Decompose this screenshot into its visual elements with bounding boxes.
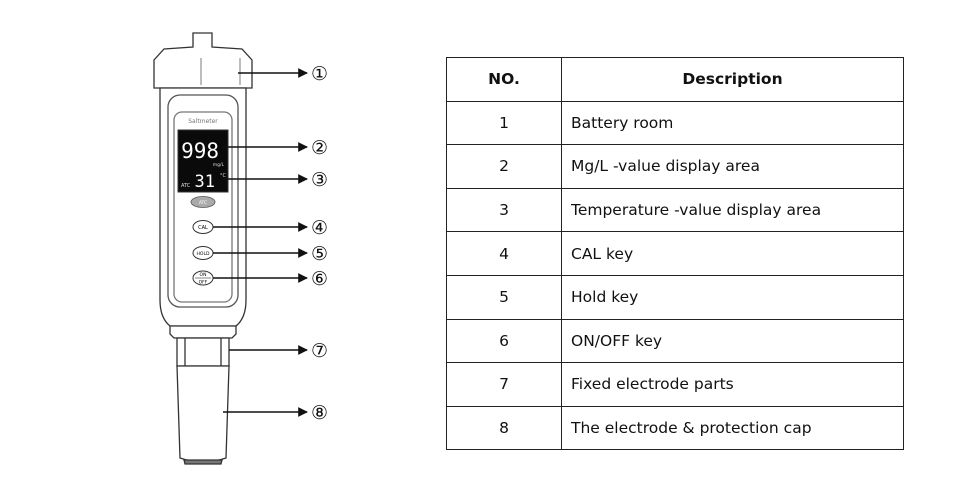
lcd-screen: 998 mg/L 31 °C ATC — [177, 129, 229, 193]
table-row: 2 Mg/L -value display area — [446, 144, 904, 189]
leader-lines — [213, 68, 308, 417]
row-description: ON/OFF key — [561, 318, 904, 364]
callout-3: ③ — [311, 169, 328, 191]
cal-key-label: CAL — [198, 225, 208, 231]
device-diagram: Saltmeter 998 mg/L 31 °C ATC ATC CAL HOL… — [153, 32, 328, 465]
row-number: 5 — [446, 274, 562, 320]
callout-1: ① — [311, 63, 328, 85]
parts-table: NO. Description 1 Battery room 2 Mg/L -v… — [446, 57, 904, 451]
table-row: 6 ON/OFF key — [446, 318, 904, 364]
callout-2: ② — [311, 137, 328, 159]
table-row: 8 The electrode & protection cap — [446, 405, 904, 451]
row-number: 4 — [446, 231, 562, 276]
reading-unit: mg/L — [213, 162, 225, 168]
hold-key[interactable]: HOLD — [192, 246, 214, 260]
row-number: 2 — [446, 144, 562, 189]
temperature-unit: °C — [220, 173, 227, 179]
row-number: 6 — [446, 318, 562, 364]
power-key-off-label: OFF — [199, 280, 208, 286]
row-number: 7 — [446, 362, 562, 407]
callout-5: ⑤ — [311, 243, 328, 265]
table-row: 7 Fixed electrode parts — [446, 362, 904, 407]
table-row: 1 Battery room — [446, 100, 904, 146]
temperature-reading: 31 — [195, 172, 215, 192]
table-row: 3 Temperature -value display area — [446, 187, 904, 233]
power-key-on-label: ON — [200, 272, 207, 278]
cal-key[interactable]: CAL — [192, 220, 214, 234]
brand-label: Saltmeter — [188, 118, 218, 125]
row-description: Fixed electrode parts — [561, 362, 904, 407]
callout-6: ⑥ — [311, 268, 328, 290]
row-description: Temperature -value display area — [561, 187, 904, 233]
row-description: The electrode & protection cap — [561, 405, 904, 451]
atc-button: ATC — [190, 196, 216, 208]
atc-button-label: ATC — [199, 200, 207, 206]
battery-cap — [153, 32, 253, 89]
row-description: Hold key — [561, 274, 904, 320]
atc-indicator: ATC — [181, 183, 191, 189]
hold-key-label: HOLD — [197, 251, 210, 257]
salinity-reading: 998 — [181, 139, 219, 163]
row-description: Mg/L -value display area — [561, 144, 904, 189]
electrode-cap — [176, 365, 230, 465]
power-key[interactable]: ON OFF — [192, 270, 214, 286]
row-number: 1 — [446, 100, 562, 146]
callout-4: ④ — [311, 217, 328, 239]
row-number: 3 — [446, 187, 562, 233]
electrode-ring — [169, 325, 237, 367]
callout-7: ⑦ — [311, 340, 328, 362]
table-row: 5 Hold key — [446, 274, 904, 320]
row-number: 8 — [446, 405, 562, 451]
row-description: CAL key — [561, 231, 904, 276]
row-description: Battery room — [561, 100, 904, 146]
header-description: Description — [561, 57, 904, 102]
header-no: NO. — [446, 57, 562, 102]
table-header-row: NO. Description — [446, 57, 904, 102]
callout-8: ⑧ — [311, 402, 328, 424]
table-row: 4 CAL key — [446, 231, 904, 276]
